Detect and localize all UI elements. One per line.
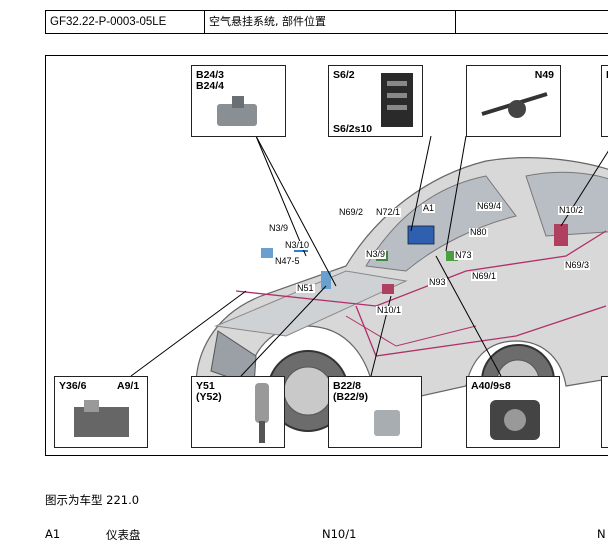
label-n80: N80	[469, 227, 488, 237]
component-location-figure: B24/3 B24/4 S6/2 S6/2s10 N49 B Y36/6 A9/…	[45, 55, 608, 456]
air-line	[235, 230, 607, 307]
callout-y51: Y51 (Y52)	[191, 376, 285, 448]
callout-b-right: B	[601, 65, 608, 137]
callout-y36: Y36/6 A9/1	[54, 376, 148, 448]
legend-code-a1: A1	[45, 527, 61, 541]
header-extra	[456, 11, 608, 33]
label-n3-9a: N3/9	[268, 223, 290, 233]
document-header: GF32.22-P-0003-05LE 空气悬挂系统, 部件位置	[45, 10, 608, 34]
label-n69-1: N69/1	[471, 271, 498, 281]
label-n69-4: N69/4	[476, 201, 503, 211]
label-n10-2: N10/2	[558, 205, 585, 215]
label-n10-1: N10/1	[376, 305, 403, 315]
label-n73: N73	[454, 250, 473, 260]
label-n69-3: N69/3	[564, 260, 591, 270]
figure-caption: 图示为车型 221.0	[45, 493, 140, 507]
doc-title: 空气悬挂系统, 部件位置	[205, 11, 456, 33]
component-a1	[407, 225, 435, 245]
legend-desc-a1: 仪表盘	[106, 528, 141, 542]
label-n72-1: N72/1	[375, 207, 402, 217]
label-n69-2: N69/2	[338, 207, 365, 217]
callout-n49: N49	[466, 65, 561, 137]
label-n3-10: N3/10	[284, 240, 311, 250]
legend-code-n: N	[597, 527, 606, 541]
car-side-window	[525, 171, 608, 237]
label-n93: N93	[428, 277, 447, 287]
label-n51: N51	[296, 283, 315, 293]
label-n3-9b: N3/9	[365, 249, 387, 259]
callout-right-edge	[601, 376, 608, 448]
label-a1: A1	[422, 203, 436, 213]
label-n47-5: N47-5	[274, 256, 301, 266]
callout-b22: B22/8 (B22/9)	[328, 376, 422, 448]
car-windshield	[365, 175, 517, 272]
doc-code: GF32.22-P-0003-05LE	[46, 11, 205, 33]
legend-code-n10-1: N10/1	[322, 527, 357, 541]
callout-s6: S6/2 S6/2s10	[328, 65, 423, 137]
callout-b24: B24/3 B24/4	[191, 65, 286, 137]
callout-a40: A40/9s8	[466, 376, 560, 448]
